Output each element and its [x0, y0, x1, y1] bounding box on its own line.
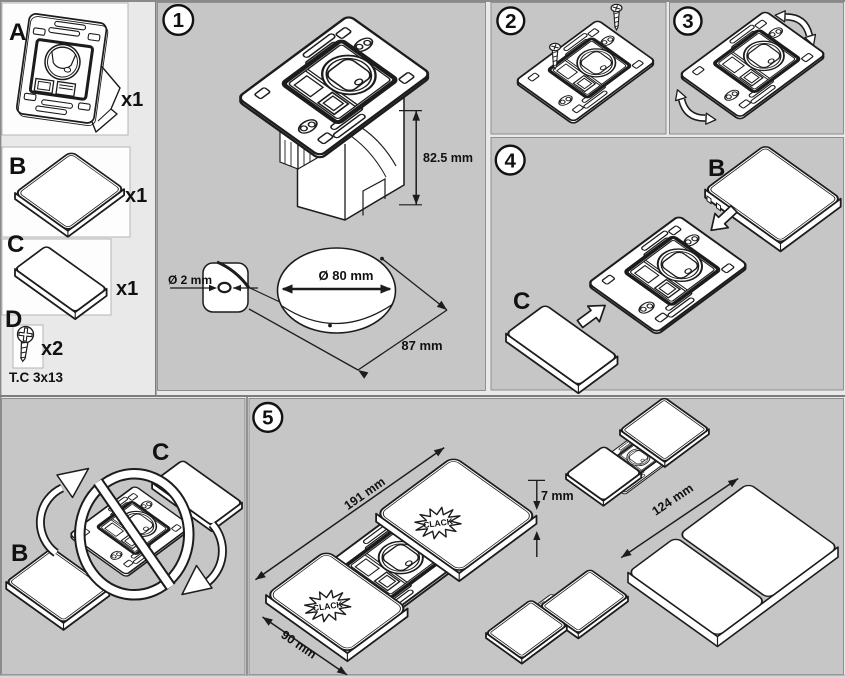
- svg-text:4: 4: [504, 149, 516, 172]
- svg-text:7 mm: 7 mm: [541, 489, 574, 503]
- svg-text:x1: x1: [125, 185, 147, 207]
- svg-text:C: C: [152, 439, 169, 466]
- svg-text:Ø 2 mm: Ø 2 mm: [168, 273, 212, 287]
- svg-text:C: C: [7, 231, 24, 258]
- svg-text:Ø 80 mm: Ø 80 mm: [319, 268, 374, 283]
- svg-text:3: 3: [682, 10, 693, 33]
- svg-text:1: 1: [173, 9, 184, 32]
- svg-text:CLACK: CLACK: [312, 599, 344, 613]
- svg-text:2: 2: [505, 10, 516, 33]
- svg-text:D: D: [5, 306, 22, 333]
- svg-text:x1: x1: [116, 278, 138, 300]
- svg-text:5: 5: [262, 407, 273, 430]
- svg-text:87 mm: 87 mm: [401, 338, 442, 353]
- svg-text:82.5 mm: 82.5 mm: [423, 151, 473, 165]
- svg-text:B: B: [11, 540, 28, 567]
- svg-text:x1: x1: [121, 89, 143, 111]
- svg-text:CLACK: CLACK: [423, 516, 455, 530]
- svg-text:B: B: [9, 153, 26, 180]
- svg-text:A: A: [9, 19, 26, 46]
- svg-text:C: C: [513, 288, 530, 315]
- svg-text:x2: x2: [41, 338, 63, 360]
- svg-text:B: B: [708, 155, 725, 182]
- svg-text:T.C 3x13: T.C 3x13: [9, 370, 64, 385]
